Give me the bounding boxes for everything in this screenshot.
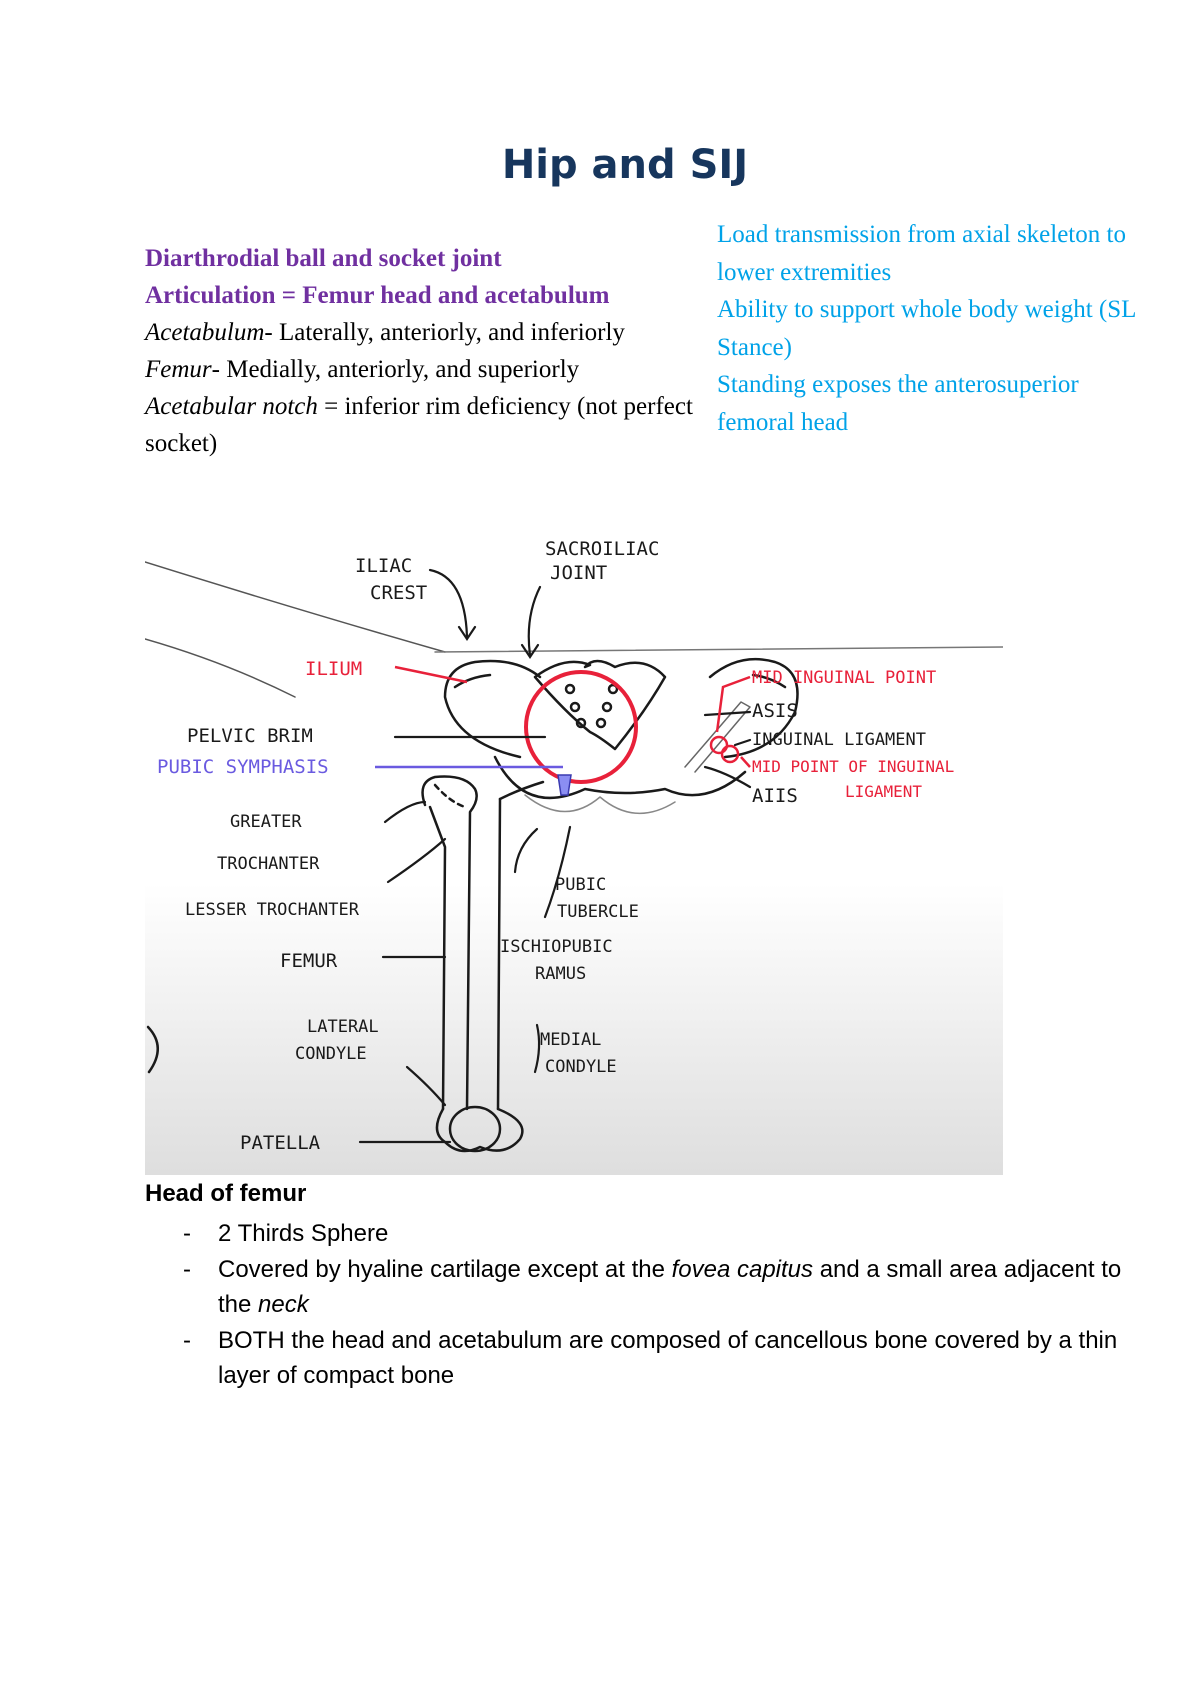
label-greater: GREATER bbox=[230, 812, 302, 832]
bullet-text: 2 Thirds Sphere bbox=[218, 1220, 388, 1247]
label-joint: JOINT bbox=[550, 562, 607, 584]
label-aiis: AIIS bbox=[752, 785, 798, 807]
function-note-weight: Ability to support whole body weight (SL… bbox=[717, 291, 1157, 366]
function-note-load: Load transmission from axial skeleton to… bbox=[717, 216, 1157, 291]
bullet-dash: - bbox=[183, 1323, 191, 1358]
articulation: Articulation = Femur head and acetabulum bbox=[145, 277, 700, 314]
acetabulum-term: Acetabulum bbox=[145, 319, 264, 346]
label-medial: MEDIAL bbox=[540, 1030, 601, 1050]
joint-description: Diarthrodial ball and socket joint Artic… bbox=[145, 240, 700, 462]
label-medial-condyle: CONDYLE bbox=[545, 1057, 617, 1077]
diagram-background bbox=[145, 527, 1003, 1175]
acetabulum-orientation: Acetabulum- Laterally, anteriorly, and i… bbox=[145, 314, 700, 351]
bullet-text: BOTH the head and acetabulum are compose… bbox=[218, 1327, 1117, 1389]
list-item: -BOTH the head and acetabulum are compos… bbox=[145, 1323, 1145, 1393]
femur-text: - Medially, anteriorly, and superiorly bbox=[212, 356, 579, 383]
label-pubic: PUBIC bbox=[555, 875, 606, 895]
label-lateral: LATERAL bbox=[307, 1017, 379, 1037]
bullet-list: -2 Thirds Sphere -Covered by hyaline car… bbox=[145, 1216, 1145, 1393]
label-trochanter: TROCHANTER bbox=[217, 854, 320, 874]
bullet-dash: - bbox=[183, 1216, 191, 1251]
head-of-femur-section: Head of femur -2 Thirds Sphere -Covered … bbox=[145, 1178, 1145, 1394]
label-ramus: RAMUS bbox=[535, 964, 586, 984]
label-ischiopubic: ISCHIOPUBIC bbox=[500, 937, 613, 957]
label-ilium: ILIUM bbox=[305, 658, 362, 680]
label-lateral-condyle: CONDYLE bbox=[295, 1044, 367, 1064]
hip-anatomy-diagram: ILIAC CREST SACROILIAC JOINT ILIUM MID I… bbox=[145, 527, 1003, 1175]
label-patella: PATELLA bbox=[240, 1132, 321, 1154]
label-ligament: LIGAMENT bbox=[845, 782, 922, 801]
diagram-svg: ILIAC CREST SACROILIAC JOINT ILIUM MID I… bbox=[145, 527, 1003, 1175]
joint-type: Diarthrodial ball and socket joint bbox=[145, 240, 700, 277]
label-lesser-trochanter: LESSER TROCHANTER bbox=[185, 900, 360, 920]
label-crest: CREST bbox=[370, 582, 427, 604]
label-iliac: ILIAC bbox=[355, 555, 412, 577]
acetabular-notch: Acetabular notch = inferior rim deficien… bbox=[145, 388, 700, 462]
label-inguinal-ligament: INGUINAL LIGAMENT bbox=[752, 730, 926, 750]
bullet-term-neck: neck bbox=[258, 1291, 309, 1318]
label-asis: ASIS bbox=[752, 700, 798, 722]
label-femur: FEMUR bbox=[280, 950, 338, 972]
page-title: Hip and SIJ bbox=[0, 142, 1200, 188]
label-midpoint-of-inguinal: MID POINT OF INGUINAL bbox=[752, 757, 954, 776]
bullet-term-fovea: fovea capitus bbox=[672, 1256, 813, 1283]
function-notes: Load transmission from axial skeleton to… bbox=[717, 216, 1157, 441]
label-tubercle: TUBERCLE bbox=[557, 902, 639, 922]
notch-term: Acetabular notch bbox=[145, 393, 318, 420]
section-heading: Head of femur bbox=[145, 1178, 1145, 1210]
bullet-text-pre: Covered by hyaline cartilage except at t… bbox=[218, 1256, 672, 1283]
acetabulum-text: - Laterally, anteriorly, and inferiorly bbox=[264, 319, 625, 346]
femur-term: Femur bbox=[145, 356, 212, 383]
femur-orientation: Femur- Medially, anteriorly, and superio… bbox=[145, 351, 700, 388]
function-note-standing: Standing exposes the anterosuperior femo… bbox=[717, 366, 1157, 441]
label-pelvic-brim: PELVIC BRIM bbox=[187, 725, 313, 747]
list-item: -2 Thirds Sphere bbox=[145, 1216, 1145, 1251]
label-pubic-symphasis: PUBIC SYMPHASIS bbox=[157, 756, 329, 778]
label-sacroiliac: SACROILIAC bbox=[545, 538, 659, 560]
list-item: -Covered by hyaline cartilage except at … bbox=[145, 1252, 1145, 1322]
label-mid-inguinal-point: MID INGUINAL POINT bbox=[752, 668, 936, 688]
bullet-dash: - bbox=[183, 1252, 191, 1287]
pubic-symphysis-mark bbox=[558, 775, 571, 795]
